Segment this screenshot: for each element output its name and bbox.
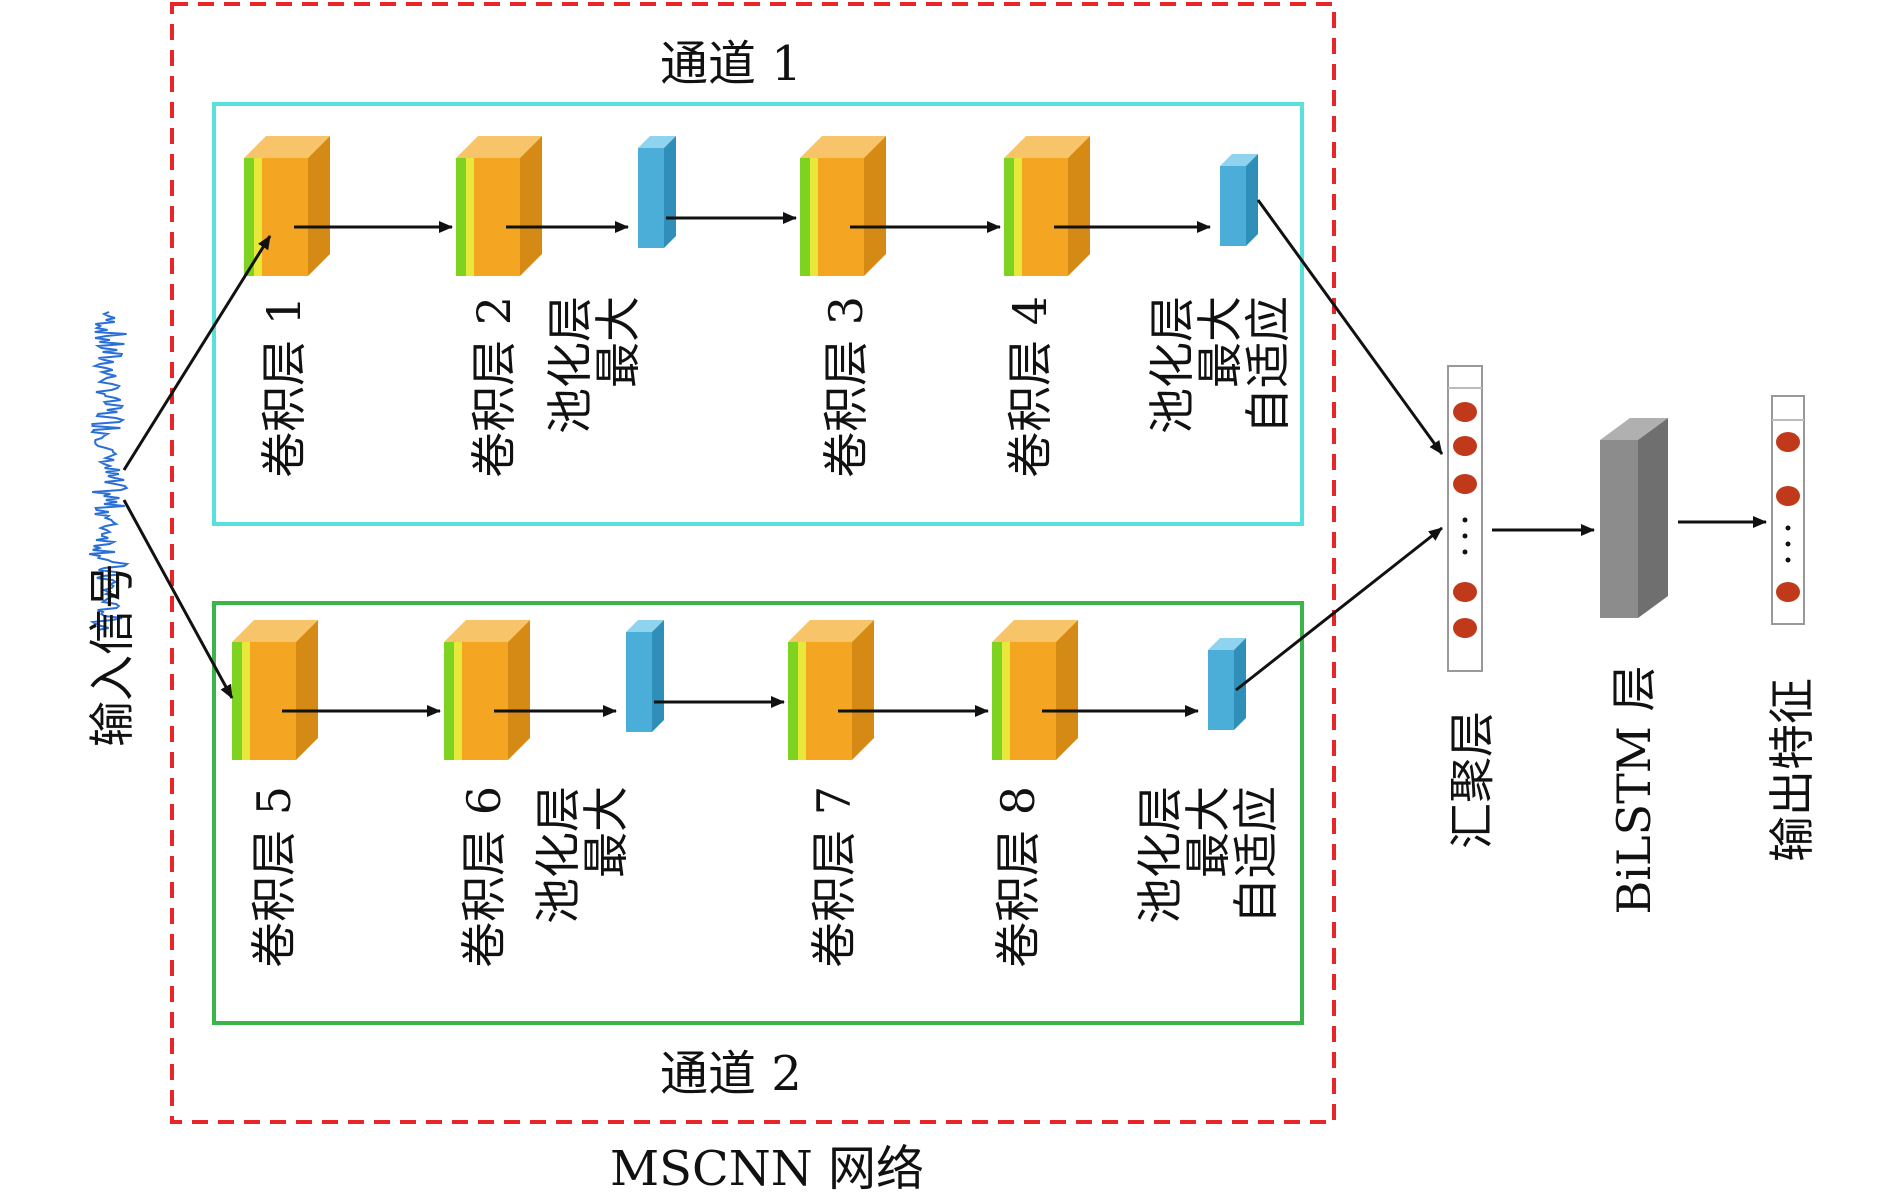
channel2-layer-4-label: 卷积层 7 xyxy=(807,786,861,968)
svg-text:自适应: 自适应 xyxy=(1229,786,1283,924)
output-feature-label: 输出特征 xyxy=(1765,678,1819,862)
svg-text:卷积层 1: 卷积层 1 xyxy=(257,296,311,478)
ellipsis-dot xyxy=(1785,557,1791,563)
channel2-layer-1-block xyxy=(232,620,318,760)
svg-text:卷积层 5: 卷积层 5 xyxy=(247,786,301,968)
svg-text:自适应: 自适应 xyxy=(1241,296,1295,434)
output-node xyxy=(1776,486,1800,506)
concat-node xyxy=(1453,436,1477,456)
channel1-box xyxy=(212,102,1304,526)
ellipsis-dot xyxy=(1462,549,1468,555)
concat-node xyxy=(1453,402,1477,422)
channel2-layer-1-label: 卷积层 5 xyxy=(247,786,301,968)
channel1-layer-2-label: 卷积层 2 xyxy=(467,296,521,478)
channel1-layer-1-label: 卷积层 1 xyxy=(257,296,311,478)
svg-text:池化层: 池化层 xyxy=(1133,786,1187,924)
channel2-layer-2-label: 卷积层 6 xyxy=(457,786,511,968)
input-signal-label: 输入信号 xyxy=(85,563,139,747)
output-node xyxy=(1776,582,1800,602)
channel1-layer-6-block xyxy=(1220,154,1258,246)
channel2-layer-4-block xyxy=(788,620,874,760)
svg-text:卷积层 8: 卷积层 8 xyxy=(991,786,1045,968)
bilstm-block xyxy=(1600,418,1668,618)
input-to-channel1-arrow xyxy=(122,235,272,471)
mscnn-network-label: MSCNN 网络 xyxy=(610,1141,924,1197)
concat-layer xyxy=(1447,365,1483,672)
output-node xyxy=(1776,432,1800,452)
channel1-to-concat-arrow xyxy=(1256,199,1444,455)
svg-text:最大: 最大 xyxy=(1193,296,1247,388)
svg-text:池化层: 池化层 xyxy=(531,786,585,924)
channel1-title: 通道 1 xyxy=(660,36,802,92)
ellipsis-dot xyxy=(1462,533,1468,539)
channel1-layer-4-label: 卷积层 3 xyxy=(819,296,873,478)
svg-text:卷积层 7: 卷积层 7 xyxy=(807,786,861,968)
channel2-layer-2-block xyxy=(444,620,530,760)
ellipsis-dot xyxy=(1785,541,1791,547)
channel1-layer-3-block xyxy=(638,136,676,248)
svg-text:最大: 最大 xyxy=(1181,786,1235,878)
channel1-layer-5-label: 卷积层 4 xyxy=(1003,296,1057,478)
channel2-layer-3-block xyxy=(626,620,664,732)
concat-node xyxy=(1453,474,1477,494)
channel2-layer-5-block xyxy=(992,620,1078,760)
svg-text:最大: 最大 xyxy=(591,296,645,388)
channel1-layer-1-block xyxy=(244,136,330,276)
input-to-channel2-arrow xyxy=(122,499,234,699)
channel2-title: 通道 2 xyxy=(660,1046,802,1102)
svg-text:池化层: 池化层 xyxy=(543,296,597,434)
concat-layer-label: 汇聚层 xyxy=(1445,711,1499,849)
bilstm-layer-label: BiLSTM 层 xyxy=(1607,666,1661,915)
channel1-layer-4-block xyxy=(800,136,886,276)
mscnn-network-boundary xyxy=(170,2,1336,1124)
channel2-to-concat-arrow xyxy=(1235,526,1443,692)
svg-text:最大: 最大 xyxy=(579,786,633,878)
svg-text:卷积层 2: 卷积层 2 xyxy=(467,296,521,478)
svg-text:池化层: 池化层 xyxy=(1145,296,1199,434)
svg-text:卷积层 6: 卷积层 6 xyxy=(457,786,511,968)
concat-node xyxy=(1453,582,1477,602)
input-signal-waveform xyxy=(89,311,130,631)
svg-text:卷积层 4: 卷积层 4 xyxy=(1003,296,1057,478)
svg-text:卷积层 3: 卷积层 3 xyxy=(819,296,873,478)
channel2-layer-6-block xyxy=(1208,638,1246,730)
output-feature-vector xyxy=(1771,395,1805,625)
channel2-box xyxy=(212,601,1304,1025)
channel1-layer-5-block xyxy=(1004,136,1090,276)
ellipsis-dot xyxy=(1462,517,1468,523)
ellipsis-dot xyxy=(1785,525,1791,531)
channel1-layer-2-block xyxy=(456,136,542,276)
concat-node xyxy=(1453,618,1477,638)
channel2-layer-5-label: 卷积层 8 xyxy=(991,786,1045,968)
